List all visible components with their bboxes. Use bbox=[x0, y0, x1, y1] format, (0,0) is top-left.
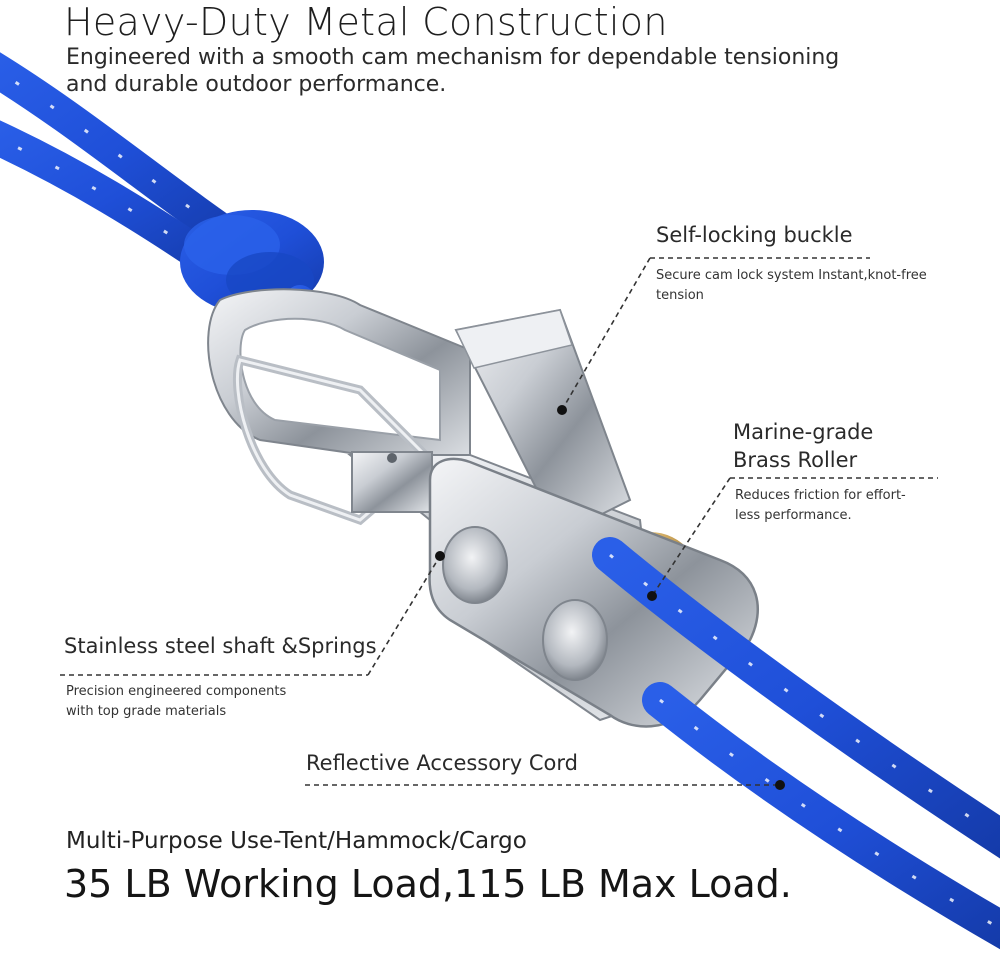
page-subtitle: Engineered with a smooth cam mechanism f… bbox=[66, 45, 840, 97]
callout-dots bbox=[435, 405, 785, 790]
callout-lines bbox=[60, 257, 938, 786]
wire-gate bbox=[232, 354, 437, 526]
use-caption: Multi-Purpose Use-Tent/Hammock/Cargo bbox=[66, 828, 527, 854]
callout-shaft-label: Stainless steel shaft &Springs bbox=[64, 634, 377, 658]
load-rating: 35 LB Working Load,115 LB Max Load. bbox=[64, 862, 792, 906]
callout-buckle-desc: Secure cam lock system Instant,knot-free… bbox=[656, 268, 927, 303]
rope-lower-right bbox=[592, 537, 1000, 950]
callout-cord-label: Reflective Accessory Cord bbox=[306, 751, 578, 775]
callout-roller-desc: Reduces friction for effort- less perfor… bbox=[735, 488, 906, 523]
callout-buckle-label: Self-locking buckle bbox=[656, 223, 853, 247]
callout-shaft-desc: Precision engineered components with top… bbox=[66, 684, 287, 719]
callout-roller-label: Marine-grade Brass Roller bbox=[733, 420, 874, 472]
cam-lever bbox=[454, 308, 632, 537]
side-plate bbox=[428, 457, 759, 728]
page-title: Heavy-Duty Metal Construction bbox=[64, 0, 668, 44]
